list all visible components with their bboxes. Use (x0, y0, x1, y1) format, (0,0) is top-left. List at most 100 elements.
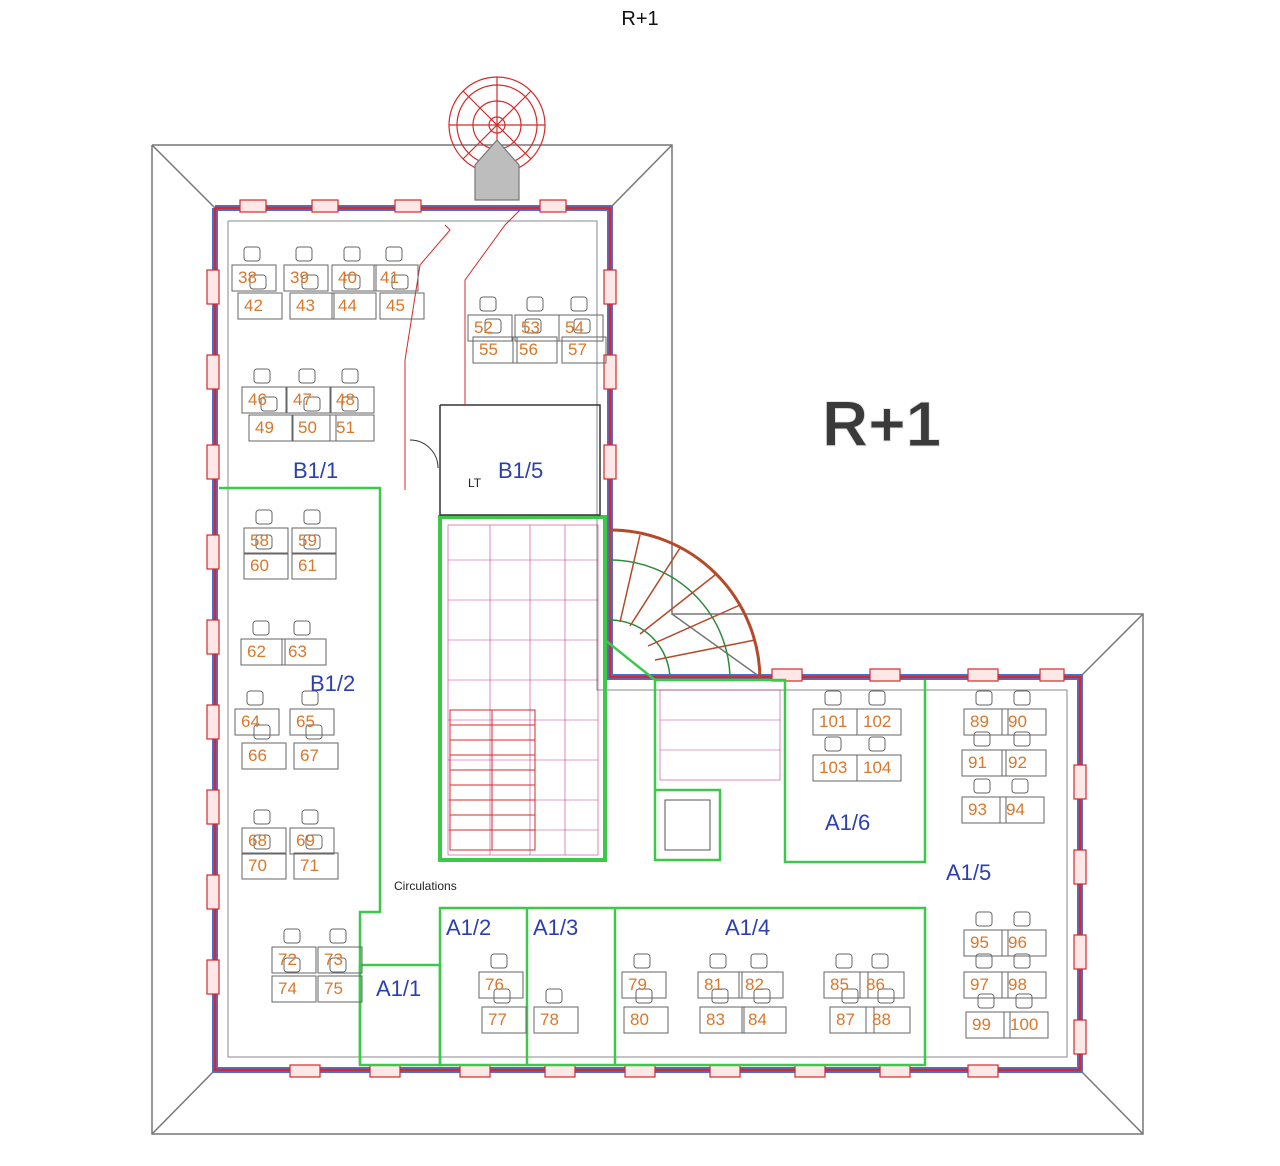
desk (823, 971, 869, 999)
desk-number: 95 (970, 933, 989, 952)
chair (253, 724, 271, 740)
chair (253, 809, 271, 825)
exterior-wall (212, 205, 1083, 1073)
desk (293, 742, 339, 770)
desk-number: 58 (250, 531, 269, 550)
desk-number: 38 (238, 268, 257, 287)
desk-number: 46 (248, 390, 267, 409)
desk-number: 56 (519, 340, 538, 359)
chair (385, 246, 403, 262)
desk (623, 1006, 669, 1034)
chair (303, 534, 321, 550)
partitions (219, 486, 927, 1067)
room-label-b1-1: B1/1 (293, 458, 338, 483)
chair (283, 957, 301, 973)
room-label-a1-3: A1/3 (533, 915, 578, 940)
desk-number: 50 (298, 418, 317, 437)
spiral-staircase-middle (609, 528, 762, 681)
room-label-a1-1: A1/1 (376, 976, 421, 1001)
desk (961, 796, 1007, 824)
lt-room (409, 404, 601, 516)
desk (738, 971, 784, 999)
corridor-lines (404, 209, 521, 490)
desk (283, 264, 329, 292)
desk-number: 99 (972, 1015, 991, 1034)
desk (231, 264, 277, 292)
desk-number: 93 (968, 800, 987, 819)
chair (252, 620, 270, 636)
desk-number: 101 (819, 712, 847, 731)
desk-number: 57 (568, 340, 587, 359)
desk-number: 45 (386, 296, 405, 315)
chair (293, 620, 311, 636)
desk (243, 552, 289, 580)
desk-number: 76 (485, 975, 504, 994)
desk-number: 40 (338, 268, 357, 287)
desk (373, 264, 419, 292)
desk-number: 43 (296, 296, 315, 315)
desk (329, 414, 375, 442)
desk-number: 71 (300, 856, 319, 875)
desk (856, 708, 902, 736)
desk (289, 708, 335, 736)
chair (253, 368, 271, 384)
chair (824, 690, 842, 706)
chair (877, 988, 895, 1004)
chair (341, 396, 359, 412)
desk-number: 78 (540, 1010, 559, 1029)
room-label-a1-6: A1/6 (825, 810, 870, 835)
desk-number: 63 (288, 642, 307, 661)
desk-number: 59 (298, 531, 317, 550)
spiral-staircase-top (448, 76, 546, 201)
chair (490, 953, 508, 969)
floor-label: R+1 (822, 388, 941, 460)
chair (303, 396, 321, 412)
desk-number: 85 (830, 975, 849, 994)
chair (295, 246, 313, 262)
room-label-b1-5: B1/5 (498, 458, 543, 483)
desk-number: 100 (1010, 1015, 1038, 1034)
desk-number: 62 (247, 642, 266, 661)
desk-number: 81 (704, 975, 723, 994)
desk (697, 971, 743, 999)
desk-number: 92 (1008, 753, 1027, 772)
desk-number: 60 (250, 556, 269, 575)
room-label-a1-2: A1/2 (446, 915, 491, 940)
chair (260, 396, 278, 412)
desk (533, 1006, 579, 1034)
desk-number: 67 (300, 746, 319, 765)
desk-number: 80 (630, 1010, 649, 1029)
chair (975, 690, 993, 706)
desk (243, 527, 289, 555)
chair (635, 988, 653, 1004)
chair (391, 274, 409, 290)
chair (524, 318, 542, 334)
desk (331, 292, 377, 320)
desk-number: 94 (1006, 800, 1025, 819)
desk (621, 971, 667, 999)
chair (709, 953, 727, 969)
desk (241, 852, 287, 880)
desk-number: 72 (278, 950, 297, 969)
desk (699, 1006, 745, 1034)
desk (558, 314, 604, 342)
chair (973, 731, 991, 747)
desk-number: 74 (278, 979, 297, 998)
desk (561, 336, 607, 364)
desk-number: 70 (248, 856, 267, 875)
chair (341, 368, 359, 384)
staircase (449, 709, 711, 851)
desk-number: 104 (863, 758, 891, 777)
chair (711, 988, 729, 1004)
desk (472, 336, 518, 364)
desk (289, 292, 335, 320)
chair (479, 296, 497, 312)
desk-number: 90 (1008, 712, 1027, 731)
chair (329, 928, 347, 944)
desk-number: 52 (474, 318, 493, 337)
chair (255, 534, 273, 550)
windows (206, 199, 1087, 1078)
desk-number: 73 (324, 950, 343, 969)
chair (255, 509, 273, 525)
